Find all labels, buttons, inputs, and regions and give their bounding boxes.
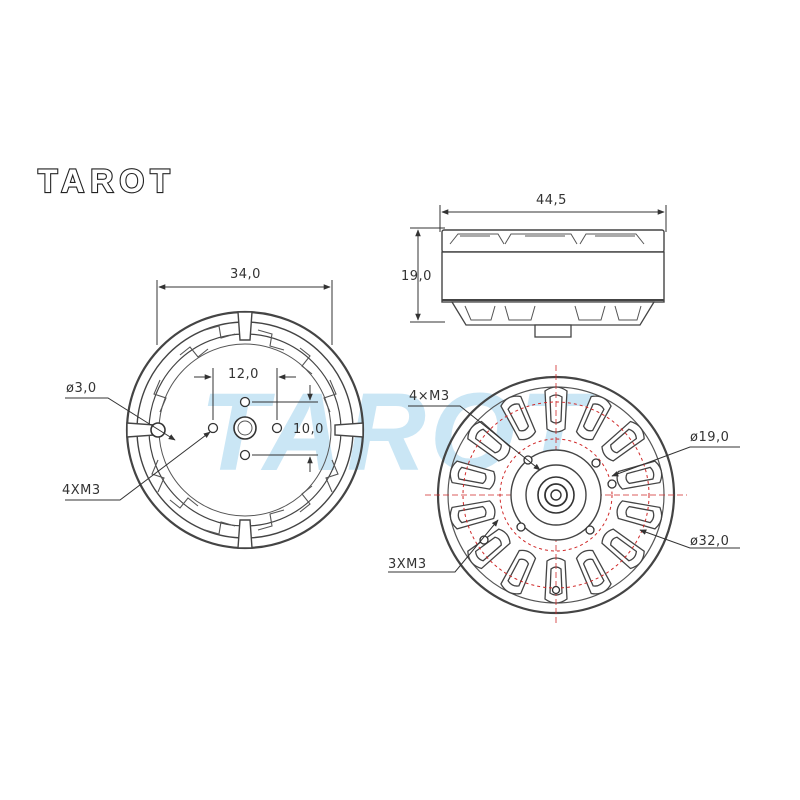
outer-holes-label: 3XM3 — [388, 557, 427, 572]
rotor-vent-slot — [575, 549, 612, 595]
tarot-logo: TAROT — [37, 162, 176, 200]
side-height-label: 19,0 — [401, 269, 432, 284]
rotor-vent-slot-inner — [457, 466, 487, 485]
rotor-vent-slot-inner — [507, 403, 530, 432]
rotor-vent-slot-inner — [610, 536, 638, 562]
rotor-vent-slot-inner — [474, 536, 502, 562]
rotor-vent-slot-inner — [549, 566, 563, 596]
rotor-vent-slot-inner — [457, 505, 487, 524]
rotor-vent-slot — [467, 528, 511, 570]
rotor-vent-slot-inner — [625, 466, 655, 485]
rotor-vent-slot-inner — [582, 403, 605, 432]
rotor-vent-slot-inner — [549, 394, 563, 424]
rotor-vent-slot-inner — [507, 558, 530, 587]
rotor-vent-slot-inner — [610, 428, 638, 454]
top-view: 4×M3 3XM3 ø19,0 ø32,0 — [388, 365, 740, 625]
rotor-vent-slot — [500, 549, 537, 595]
rotor-vent-slot-inner — [582, 558, 605, 587]
rotor-vent-slot-inner — [625, 505, 655, 524]
mount-holes-label: 4XM3 — [62, 483, 101, 498]
inner-holes-label: 4×M3 — [409, 389, 450, 404]
inner-circle-label: ø19,0 — [690, 430, 729, 445]
logo-text: TAROT — [38, 163, 176, 199]
rotor-vent-slot — [616, 500, 663, 530]
center-hole-label: ø3,0 — [66, 381, 97, 396]
rotor-vent-slot — [601, 528, 645, 570]
rotor-vent-slot-inner — [474, 428, 502, 454]
rotor-vent-slot — [449, 500, 496, 530]
rotor-vent-slot — [616, 460, 663, 490]
hole-spacing-x-label: 12,0 — [228, 367, 259, 382]
rotor-vent-slot — [601, 420, 645, 462]
side-view: 44,5 19,0 — [401, 193, 667, 338]
bottom-width-label: 34,0 — [230, 267, 261, 282]
hole-spacing-y-label: 10,0 — [293, 422, 324, 437]
bottom-view: 34,0 — [62, 267, 365, 550]
outer-circle-label: ø32,0 — [690, 534, 729, 549]
side-width-label: 44,5 — [536, 193, 567, 208]
